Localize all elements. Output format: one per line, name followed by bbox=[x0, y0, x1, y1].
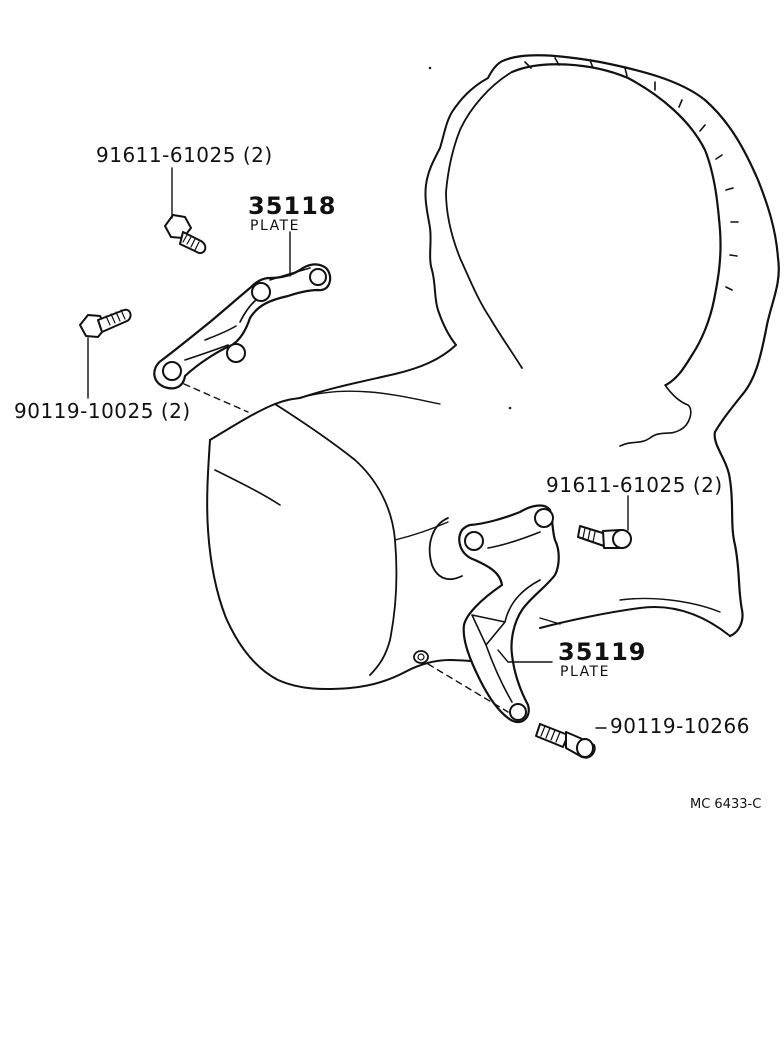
bolt-90119-left-drawing bbox=[79, 308, 132, 338]
bolt-91611-right-drawing bbox=[577, 525, 632, 549]
plate-label-35118-number: 35118 bbox=[248, 192, 337, 220]
plate-label-35119-name: PLATE bbox=[560, 664, 610, 680]
plate-label-35118-name: PLATE bbox=[250, 218, 300, 234]
leader-lines bbox=[87, 167, 629, 729]
bolt-label-90119-left: 90119-10025 (2) bbox=[14, 399, 191, 423]
bolt-90119-bottom-drawing bbox=[535, 723, 596, 759]
figure-reference-code: MC 6433-C bbox=[690, 797, 761, 812]
bolt-91611-top-drawing bbox=[164, 214, 207, 255]
bolt-label-90119-bottom: 90119-10266 bbox=[610, 714, 750, 738]
bolt-label-91611-right: 91611-61025 (2) bbox=[546, 473, 723, 497]
bolt-label-91611-top: 91611-61025 (2) bbox=[96, 143, 273, 167]
plate-label-35119-number: 35119 bbox=[558, 638, 647, 666]
plate-35118-drawing bbox=[153, 263, 332, 390]
transmission-housing bbox=[206, 54, 780, 691]
plate-35119-drawing bbox=[458, 504, 560, 724]
